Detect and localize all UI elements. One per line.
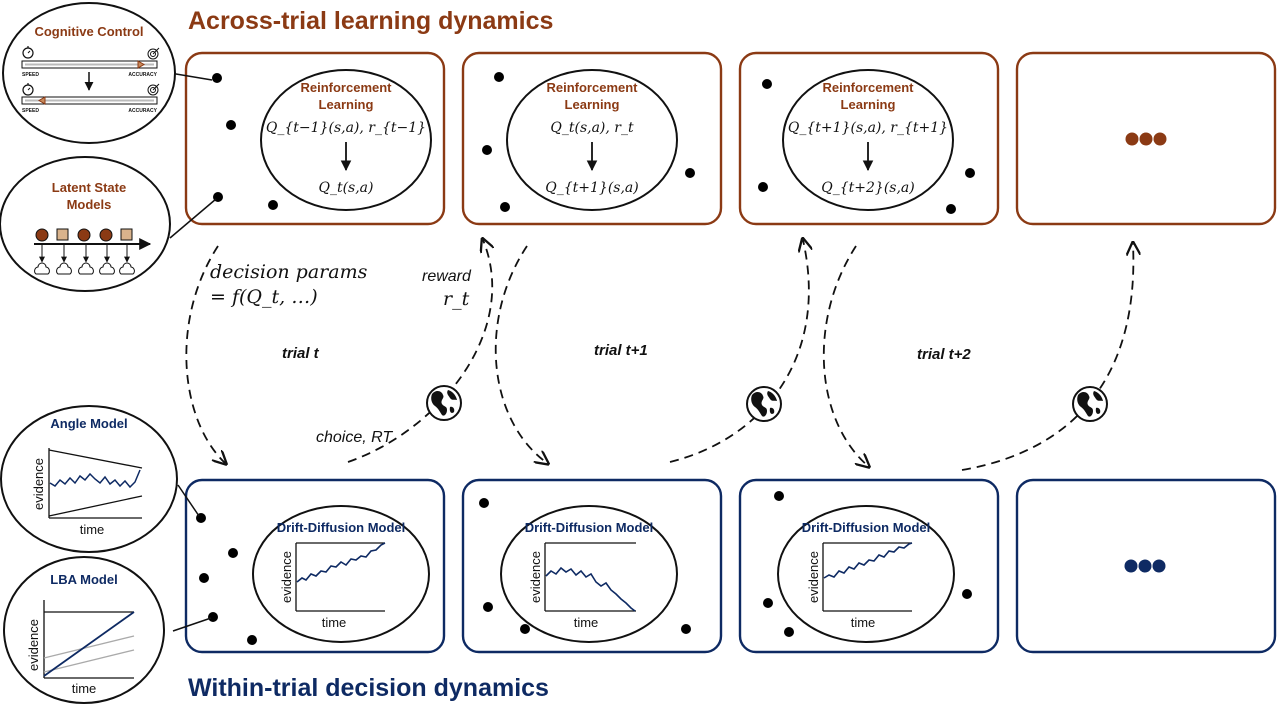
accuracy-label-2: ACCURACY [128, 108, 157, 114]
rl-output-3: Q_{t+2}(s,a) [821, 180, 914, 196]
trial-label-2: trial t+1 [594, 342, 648, 359]
globe-icon [426, 385, 462, 421]
latent-state-circle: Latent State Models [0, 156, 171, 292]
rl-title-3b: Learning [841, 97, 896, 112]
ddm-panel-3: Drift-Diffusion Model evidence time [738, 478, 1000, 654]
ddm-xlabel-1: time [322, 615, 347, 630]
ddm-panel-4 [1015, 478, 1277, 654]
globe-icon [746, 386, 782, 422]
cloud-icon [34, 262, 135, 275]
ddm-panel-2: Drift-Diffusion Model evidence time [461, 478, 723, 654]
ellipsis-dot [1153, 132, 1167, 146]
rl-title-2b: Learning [565, 97, 620, 112]
rl-output-1: Q_t(s,a) [318, 180, 373, 196]
ddm-xlabel-2: time [574, 615, 599, 630]
ellipsis-dot [1152, 559, 1166, 573]
lba-xlabel: time [72, 681, 97, 696]
lba-model-circle: LBA Model evidence time [3, 556, 165, 704]
rl-panel-1: Reinforcement Learning Q_{t−1}(s,a), r_{… [184, 51, 446, 226]
ddm-ylabel-3: evidence [806, 551, 821, 603]
ellipsis-dot [1125, 132, 1139, 146]
angle-xlabel: time [80, 522, 105, 537]
lba-model-title: LBA Model [50, 572, 117, 587]
decision-params-label-2: = f(Q_t, …) [210, 286, 318, 308]
rl-input-1: Q_{t−1}(s,a), r_{t−1} [266, 120, 426, 136]
rl-title-1a: Reinforcement [300, 80, 392, 95]
top-title: Across-trial learning dynamics [188, 7, 553, 35]
latent-state-title-1: Latent State [52, 180, 126, 195]
rl-title-2a: Reinforcement [546, 80, 638, 95]
decision-params-label-1: decision params [210, 261, 368, 283]
globe-icon [1072, 386, 1108, 422]
rl-panel-3: Reinforcement Learning Q_{t+1}(s,a), r_{… [738, 51, 1000, 226]
stopwatch-icon [22, 46, 34, 59]
ddm-xlabel-3: time [851, 615, 876, 630]
rl-panel-2: Reinforcement Learning Q_t(s,a), r_t Q_{… [461, 51, 723, 226]
ddm-title-2: Drift-Diffusion Model [525, 520, 654, 535]
rl-input-2: Q_t(s,a), r_t [550, 120, 634, 136]
accuracy-label-1: ACCURACY [128, 72, 157, 78]
target-icon [147, 47, 160, 60]
angle-model-circle: Angle Model evidence time [0, 405, 178, 553]
rl-output-2: Q_{t+1}(s,a) [545, 180, 638, 196]
reward-label: reward [422, 268, 472, 285]
ellipsis-dot [1139, 132, 1153, 146]
choice-rt-label: choice, RT [316, 429, 393, 446]
cognitive-control-circle: Cognitive Control SPEED ACCURACY [2, 2, 176, 144]
target-icon [147, 83, 160, 96]
stopwatch-icon [22, 83, 34, 96]
rl-title-1b: Learning [319, 97, 374, 112]
trial-label-3: trial t+2 [917, 346, 971, 363]
ellipsis-dot [1124, 559, 1138, 573]
reward-symbol: r_t [443, 288, 470, 310]
ddm-title-1: Drift-Diffusion Model [277, 520, 406, 535]
ddm-panel-1: Drift-Diffusion Model evidence time [184, 478, 446, 654]
ddm-ylabel-2: evidence [528, 551, 543, 603]
angle-model-title: Angle Model [50, 416, 127, 431]
speed-label-2: SPEED [22, 108, 39, 114]
bottom-title: Within-trial decision dynamics [188, 674, 549, 702]
ddm-title-3: Drift-Diffusion Model [802, 520, 931, 535]
latent-state-title-2: Models [67, 197, 112, 212]
lba-ylabel: evidence [26, 619, 41, 671]
speed-label-1: SPEED [22, 72, 39, 78]
rl-panel-4 [1015, 51, 1277, 226]
angle-ylabel: evidence [31, 458, 46, 510]
rl-title-3a: Reinforcement [822, 80, 914, 95]
ddm-ylabel-1: evidence [279, 551, 294, 603]
cognitive-control-title: Cognitive Control [34, 24, 143, 39]
ellipsis-dot [1138, 559, 1152, 573]
trial-label-1: trial t [282, 345, 320, 362]
rl-input-3: Q_{t+1}(s,a), r_{t+1} [788, 120, 948, 136]
